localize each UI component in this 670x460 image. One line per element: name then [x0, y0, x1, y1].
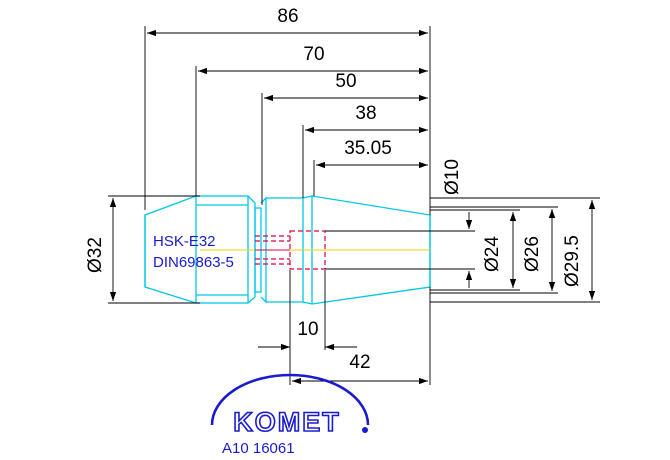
- part-outline: [144, 195, 431, 305]
- dim-10: 10: [297, 319, 318, 340]
- dim-dia26: Ø26: [522, 236, 543, 272]
- dim-dia10: Ø10: [442, 159, 463, 195]
- komet-arc-logo-icon: KOMET: [210, 373, 370, 438]
- dim-dia24: Ø24: [482, 236, 503, 272]
- dim-dia32: Ø32: [85, 237, 106, 273]
- hidden-bore: [255, 230, 326, 270]
- komet-logo: KOMET: [233, 407, 341, 437]
- dim-dia29-5: Ø29.5: [562, 235, 583, 287]
- dim-50: 50: [335, 71, 356, 92]
- drawing-code: A10 16061: [222, 440, 295, 457]
- part-label-hsk: HSK-E32: [153, 233, 216, 250]
- dimension-lines: [108, 26, 600, 385]
- dim-42: 42: [349, 352, 370, 373]
- dim-35-05: 35.05: [344, 138, 392, 159]
- dim-70: 70: [303, 44, 324, 65]
- part-label-din: DIN69863-5: [153, 254, 234, 271]
- dim-38: 38: [355, 103, 376, 124]
- dim-86: 86: [277, 6, 298, 27]
